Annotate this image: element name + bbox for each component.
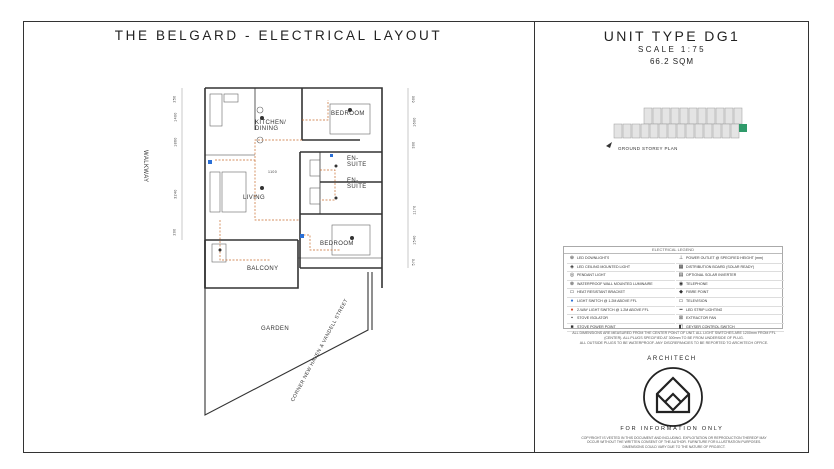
key-plan — [606, 107, 747, 148]
dimension-left-5: 200 — [172, 228, 177, 236]
room-label-living: LIVING — [243, 195, 266, 201]
unit-area: 66.2 SQM — [649, 57, 694, 66]
room-label-ensuite-1: EN- SUITE — [347, 156, 367, 168]
legend-item: ⊕LED DOWNLIGHTS — [567, 255, 675, 264]
legend-item: ◧GEYSER CONTROL SWITCH — [676, 324, 784, 333]
geyser-switch-icon: ◧ — [678, 323, 684, 330]
dimension-left-2: 1400 — [173, 112, 178, 122]
solar-inverter-icon: ▤ — [678, 272, 684, 279]
floor-plan — [181, 87, 409, 416]
key-plan-label: GROUND STOREY PLAN — [618, 146, 678, 151]
drawing-scale: SCALE 1:75 — [637, 45, 707, 54]
drawing-title: THE BELGARD - ELECTRICAL LAYOUT — [114, 28, 443, 43]
unit-type: UNIT TYPE DG1 — [603, 28, 741, 44]
fibre-point-icon: ◆ — [679, 289, 683, 296]
room-label-bedroom-bottom: BEDROOM — [320, 241, 354, 247]
room-label-kitchen: KITCHEN/ DINING — [255, 120, 287, 132]
drawing-sheet — [23, 21, 809, 453]
stove-power-icon: ■ — [570, 323, 574, 330]
legend-item: ⊗WATERPROOF WALL MOUNTED LUMINAIRE — [567, 281, 675, 290]
ceiling-light-icon: ◈ — [570, 263, 574, 270]
dimension-right-3: 300 — [411, 141, 416, 149]
garden-label: GARDEN — [261, 326, 290, 332]
legend-item: ▦DISTRIBUTION BOARD (SOLAR READY) — [676, 264, 784, 273]
legend-column-right: ⊥POWER OUTLET @ SPECIFIED HEIGHT (mm) ▦D… — [676, 255, 784, 333]
dimension-notes: ALL DIMENSIONS ARE MEASURED FROM THE CEN… — [572, 331, 776, 345]
legend-item: ●2-WAY LIGHT SWITCH @ 1.2M ABOVE FFL — [567, 307, 675, 316]
telephone-icon: ◉ — [678, 280, 684, 287]
legend-item: ▭HEAT RESISTANT BRACKET — [567, 289, 675, 298]
room-label-balcony: BALCONY — [247, 266, 279, 272]
legend-item: ⊥POWER OUTLET @ SPECIFIED HEIGHT (mm) — [676, 255, 784, 264]
stove-isolator-icon: ▪ — [571, 315, 573, 322]
walkway-label: WALKWAY — [142, 150, 148, 183]
legend-column-left: ⊕LED DOWNLIGHTS ◈LED CEILING MOUNTED LIG… — [567, 255, 675, 333]
legend-item: ▪STOVE ISOLATOR — [567, 315, 675, 324]
bracket-icon: ▭ — [569, 289, 575, 296]
two-way-switch-icon: ● — [570, 306, 574, 313]
power-outlet-icon: ⊥ — [678, 255, 684, 261]
extractor-fan-icon: ⊠ — [678, 315, 684, 322]
television-icon: ▭ — [678, 297, 684, 304]
legend-item: ■STOVE POWER POINT — [567, 324, 675, 333]
legend-item: ⊠EXTRACTOR FAN — [676, 315, 784, 324]
room-label-bedroom-top: BEDROOM — [331, 111, 365, 117]
distribution-board-icon: ▦ — [678, 263, 684, 270]
dimension-mid-1: 1100 — [268, 170, 278, 174]
dimension-left-1: 250 — [172, 95, 177, 103]
pendant-light-icon: ◎ — [569, 272, 575, 279]
legend-item: ▤OPTIONAL SOLAR INVERTER — [676, 272, 784, 281]
dimension-left-4: 3240 — [173, 189, 178, 199]
dimension-right-6: 570 — [411, 258, 416, 266]
sheet-divider — [534, 21, 535, 453]
dimension-right-5: 1540 — [412, 235, 417, 245]
architech-logo-icon — [643, 367, 703, 427]
led-strip-icon: ━ — [679, 306, 683, 313]
dimension-right-4: 1170 — [412, 205, 417, 215]
electrical-legend: ELECTRICAL LEGEND ⊕LED DOWNLIGHTS ◈LED C… — [563, 246, 784, 333]
legend-item: ◆FIBRE POINT — [676, 289, 784, 298]
copyright-notice: COPYRIGHT IS VESTED IN THIS DOCUMENT AND… — [581, 436, 767, 449]
legend-item: ◉TELEPHONE — [676, 281, 784, 290]
downlight-icon: ⊕ — [569, 255, 575, 261]
legend-heading: ELECTRICAL LEGEND — [564, 247, 782, 254]
dimension-right-2: 1600 — [412, 117, 417, 127]
room-label-ensuite-2: EN- SUITE — [347, 178, 367, 190]
legend-item: ◈LED CEILING MOUNTED LIGHT — [567, 264, 675, 273]
legend-item: ●LIGHT SWITCH @ 1.2M ABOVE FFL — [567, 298, 675, 307]
light-switch-icon: ● — [570, 297, 574, 304]
legend-item: ▭TELEVISION — [676, 298, 784, 307]
luminaire-icon: ⊗ — [569, 280, 575, 287]
dimension-left-3: 1860 — [173, 137, 178, 147]
legend-item: ━LED STRIP LIGHTING — [676, 307, 784, 316]
dimension-right-1: 600 — [411, 95, 416, 103]
brand-name: ARCHITECH — [647, 356, 697, 362]
information-only-label: FOR INFORMATION ONLY — [620, 426, 724, 432]
legend-item: ◎PENDANT LIGHT — [567, 272, 675, 281]
